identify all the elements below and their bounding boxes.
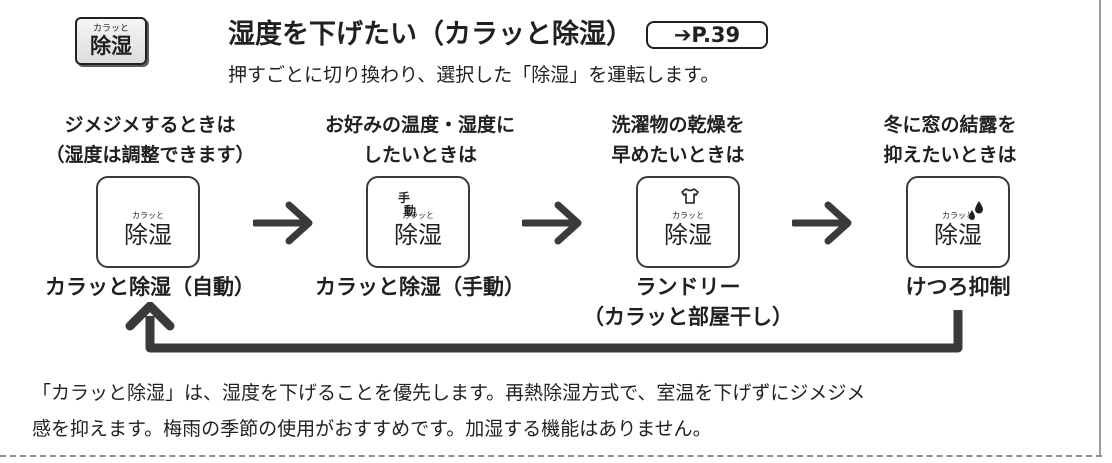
mode-name-laundry: ランドリー （カラッと部屋干し） <box>583 275 793 329</box>
mode-name-auto: カラッと除湿（自動） <box>45 275 255 299</box>
page-reference: ➔P.39 <box>646 21 768 49</box>
shirt-icon <box>681 188 699 204</box>
right-arrow-icon <box>522 201 582 245</box>
mode-button-condensation: カラッと 除湿 <box>906 176 1010 268</box>
mode-button-laundry: カラッと 除湿 <box>636 176 740 268</box>
mode-condition-auto: ジメジメするときは （湿度は調整できます） <box>45 114 255 166</box>
droplets-icon <box>969 201 983 220</box>
mode-button-manual: 手 動 カラッと 除湿 <box>366 176 470 268</box>
mode-condition-laundry: 洗濯物の乾燥を 早めたいときは <box>611 114 745 166</box>
manual-indicator-icon: 手 動 <box>398 191 417 218</box>
explanation-note: 「カラッと除湿」は、湿度を下げることを優先します。再熱除湿方式で、室温を下げずに… <box>32 382 866 440</box>
right-arrow-icon <box>253 201 313 245</box>
section-title: 湿度を下げたい（カラッと除湿） <box>228 19 633 50</box>
loop-back-arrow-icon <box>125 302 963 353</box>
section-subtitle: 押すごとに切り換わり、選択した「除湿」を運転します。 <box>228 64 720 86</box>
frame-bottom-dashed-border <box>0 455 1102 457</box>
mode-condition-manual: お好みの温度・湿度に したいときは <box>324 114 515 166</box>
mode-name-condensation: けつろ抑制 <box>905 275 1011 299</box>
right-arrow-icon <box>792 201 852 245</box>
button-label: 除湿 <box>90 34 132 58</box>
button-ruby: カラッと <box>92 24 129 34</box>
dehumidify-button-illustration: カラッと 除湿 <box>75 17 147 65</box>
mode-button-auto: カラッと 除湿 <box>96 176 200 268</box>
mode-name-manual: カラッと除湿（手動） <box>315 275 525 299</box>
mode-condition-condensation: 冬に窓の結露を 抑えたいときは <box>883 114 1017 166</box>
frame-right-border <box>1099 0 1101 455</box>
